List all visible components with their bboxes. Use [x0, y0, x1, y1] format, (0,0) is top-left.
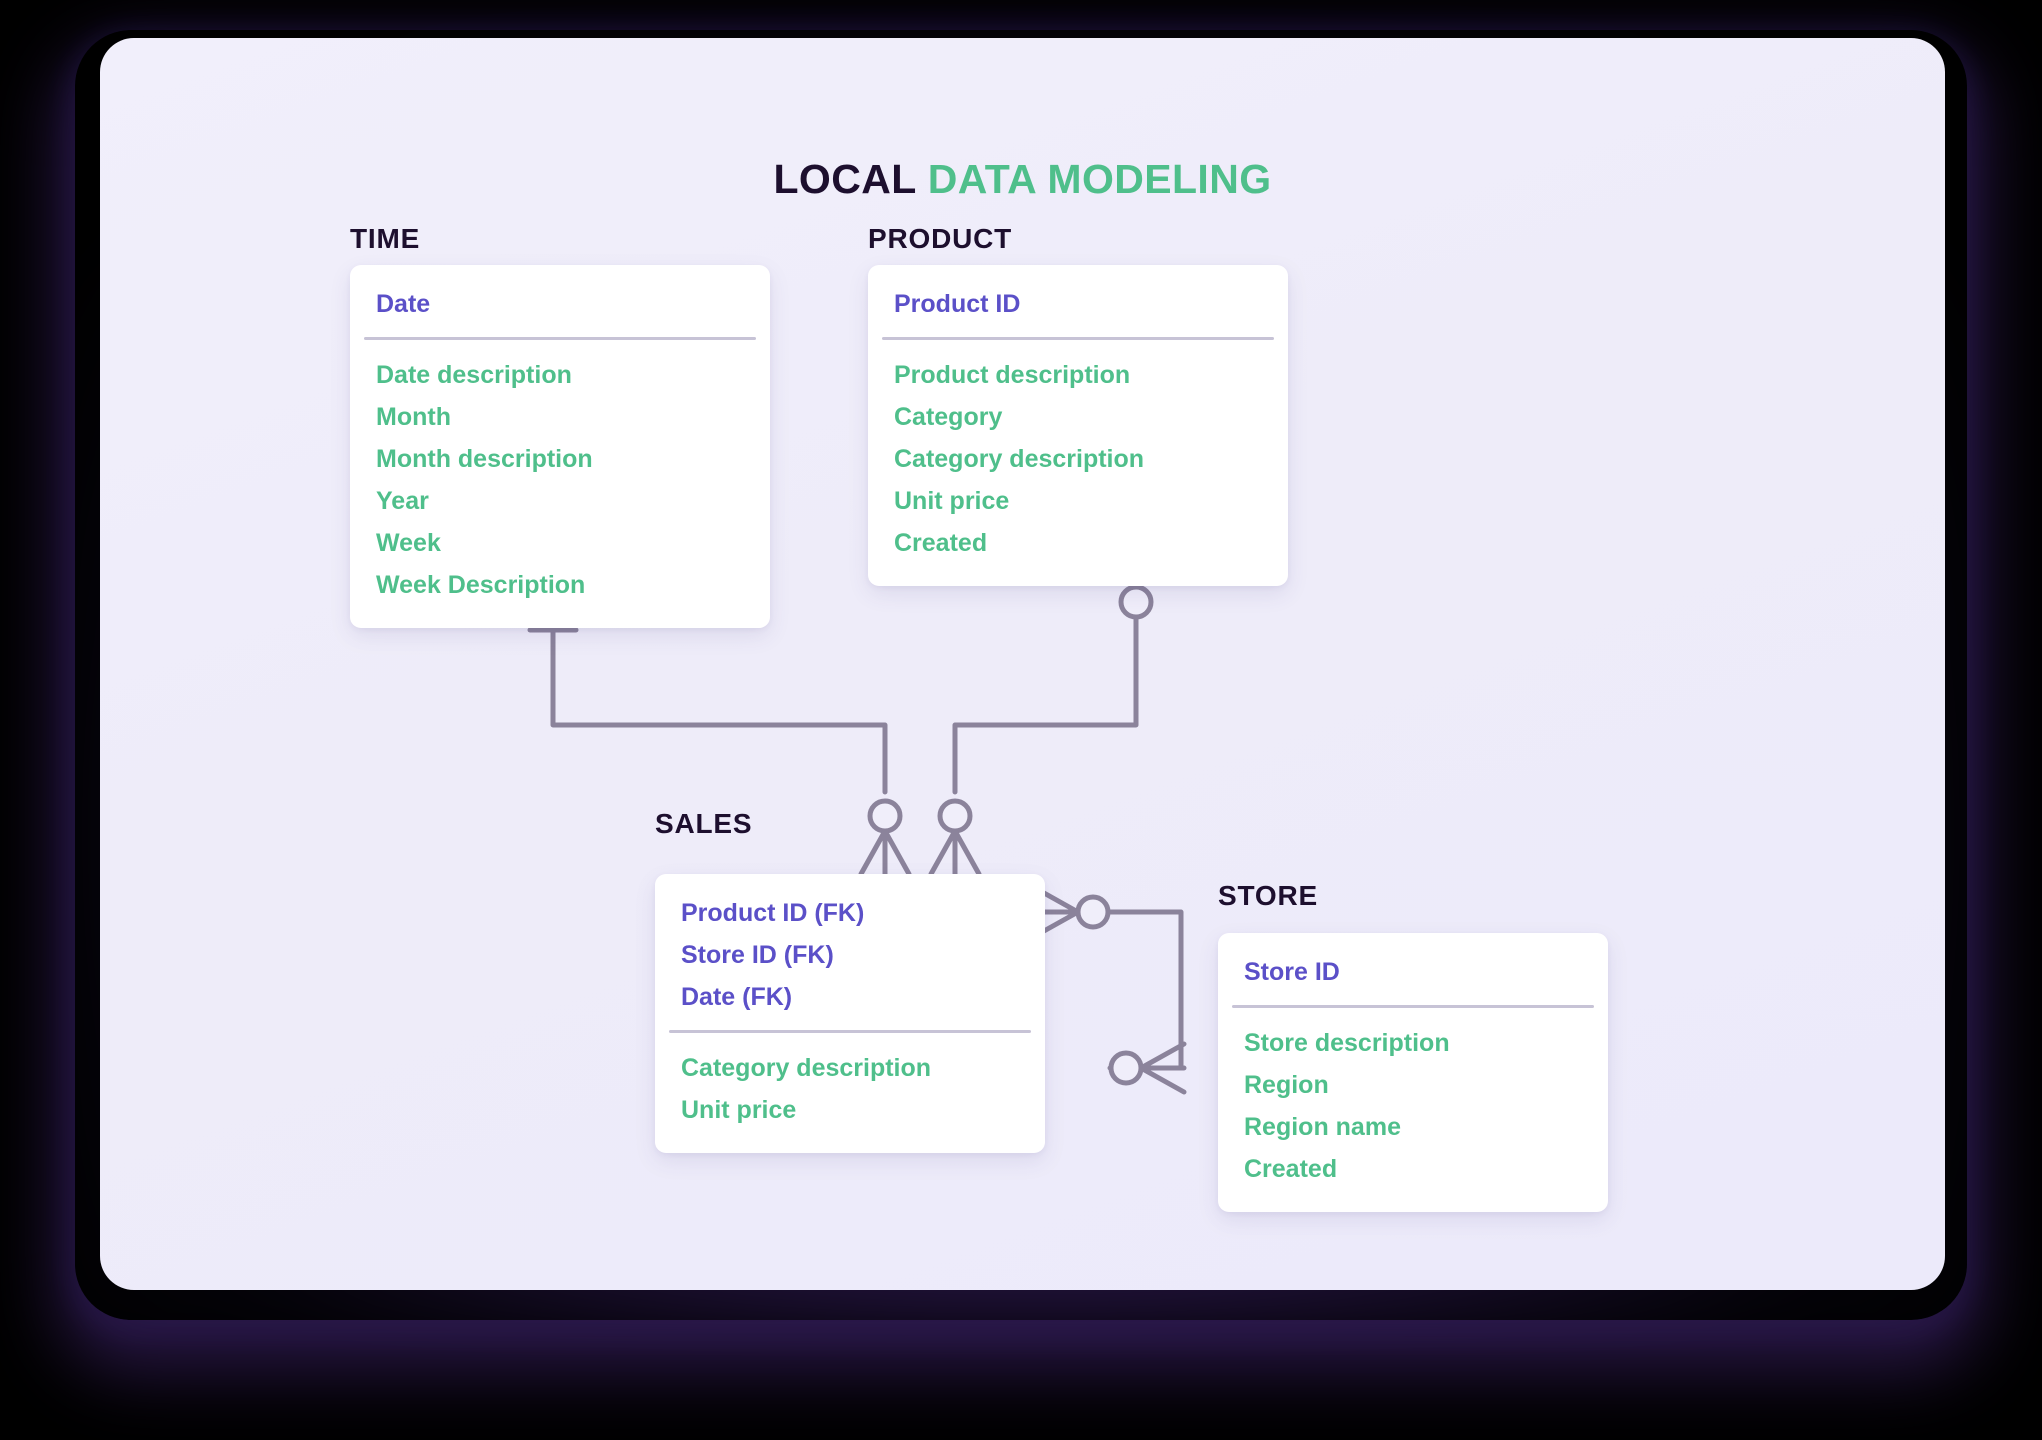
connector-time-sales [550, 627, 888, 795]
field-attr: Store description [1244, 1029, 1450, 1057]
field-attr: Unit price [681, 1096, 797, 1124]
field-attr: Region [1244, 1071, 1329, 1099]
entity-store-card[interactable]: Store ID Store description Region Region… [1218, 933, 1608, 1212]
field-attr: Year [376, 487, 429, 515]
crowsfoot-store [1108, 1041, 1187, 1095]
page-title-accent: DATA MODELING [927, 156, 1272, 202]
field-attr: Product description [894, 361, 1131, 389]
connector-product-sales [952, 614, 1139, 795]
entity-store-label: STORE [1218, 880, 1318, 911]
field-key: Date [376, 290, 431, 318]
field-attr: Created [1244, 1155, 1338, 1183]
field-key: Date (FK) [681, 983, 793, 1011]
entity-time-card[interactable]: Date Date description Month Month descri… [350, 265, 770, 628]
field-attr: Category [894, 403, 1003, 431]
page-title: LOCAL DATA MODELING [100, 156, 1945, 203]
entity-sales-label: SALES [655, 808, 753, 839]
field-attr: Category description [894, 445, 1145, 473]
card-divider [364, 337, 756, 340]
crowsfoot-sales-from-time [858, 798, 912, 877]
page-title-lead: LOCAL [773, 156, 916, 202]
field-attr: Unit price [894, 487, 1010, 515]
field-attr: Category description [681, 1054, 932, 1082]
field-key: Store ID (FK) [681, 941, 834, 969]
entity-product-card[interactable]: Product ID Product description Category … [868, 265, 1288, 586]
crowsfoot-sales-to-store [1032, 885, 1111, 939]
entity-sales-card[interactable]: Product ID (FK) Store ID (FK) Date (FK) … [655, 874, 1045, 1153]
field-attr: Region name [1244, 1113, 1401, 1141]
field-key: Product ID (FK) [681, 899, 865, 927]
field-attr: Week [376, 529, 441, 557]
field-attr: Week Description [376, 571, 586, 599]
field-attr: Month description [376, 445, 593, 473]
crowsfoot-sales-from-product [928, 798, 982, 877]
card-divider [882, 337, 1274, 340]
card-divider [1232, 1005, 1594, 1008]
field-key: Store ID [1244, 958, 1340, 986]
diagram-canvas: LOCAL DATA MODELING [100, 38, 1945, 1290]
connector-sales-store [1105, 909, 1184, 1071]
entity-product-label: PRODUCT [868, 223, 1013, 254]
field-attr: Month [376, 403, 451, 431]
card-divider [669, 1030, 1031, 1033]
field-attr: Date description [376, 361, 572, 389]
field-attr: Created [894, 529, 988, 557]
field-key: Product ID [894, 290, 1021, 318]
entity-time-label: TIME [350, 223, 421, 254]
